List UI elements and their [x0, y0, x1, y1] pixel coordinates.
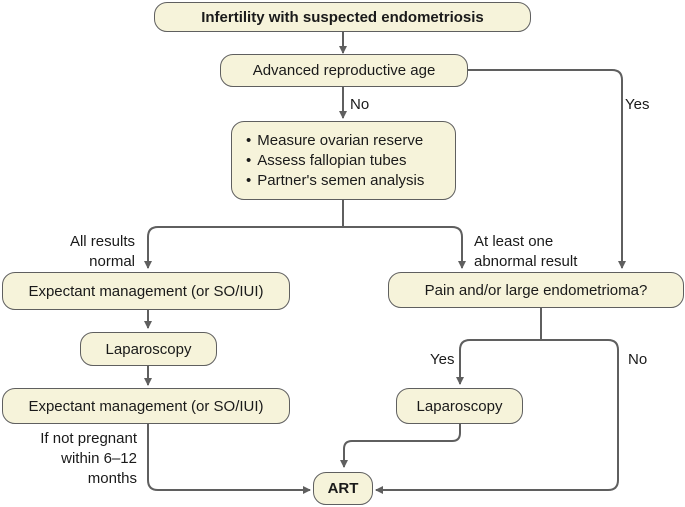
label-line: At least one	[474, 233, 554, 250]
assessment-item-label: Assess fallopian tubes	[257, 151, 407, 169]
label-line: abnormal result	[474, 253, 578, 270]
expectant-management-1-node: Expectant management (or SO/IUI)	[2, 272, 290, 310]
assessment-item-label: Partner's semen analysis	[257, 171, 425, 189]
laparoscopy-left-node: Laparoscopy	[80, 332, 217, 366]
arrow-age-yes-to-pain	[468, 69, 626, 269]
label-no-age: No	[350, 96, 370, 113]
arrow-pain-no	[375, 339, 619, 494]
arrow-not-pregnant-to-art	[147, 424, 311, 494]
bullet-icon: •	[246, 171, 252, 189]
arrow-abnormal	[343, 226, 466, 269]
assessment-item: • Measure ovarian reserve	[246, 131, 423, 151]
arrow-laparoscopy-to-art	[340, 424, 461, 468]
label-line: normal	[89, 253, 135, 270]
pain-question-node: Pain and/or large endometrioma?	[388, 272, 684, 308]
label-line: within 6–12	[61, 450, 137, 467]
label-yes-pain: Yes	[430, 351, 455, 368]
label-no-pain: No	[628, 351, 648, 368]
arrow-pain-yes	[456, 339, 541, 385]
label-line: months	[87, 470, 137, 487]
age-node: Advanced reproductive age	[220, 54, 468, 87]
start-node: Infertility with suspected endometriosis	[154, 2, 531, 32]
art-node: ART	[313, 472, 373, 505]
label-at-least-one-abnormal: At least one abnormal result	[474, 232, 577, 272]
assessment-item: • Partner's semen analysis	[246, 171, 424, 191]
assessment-item-label: Measure ovarian reserve	[257, 131, 424, 149]
expectant-management-2-node: Expectant management (or SO/IUI)	[2, 388, 290, 424]
arrow-all-normal	[144, 226, 343, 269]
laparoscopy-right-node: Laparoscopy	[396, 388, 523, 424]
assessments-node: • Measure ovarian reserve • Assess fallopi…	[231, 121, 456, 200]
assessment-item: • Assess fallopian tubes	[246, 151, 407, 171]
label-all-results-normal: All results normal	[45, 232, 135, 272]
label-yes-age: Yes	[625, 96, 650, 113]
bullet-icon: •	[246, 151, 252, 169]
bullet-icon: •	[246, 131, 252, 149]
label-line: All results	[69, 233, 135, 250]
label-if-not-pregnant: If not pregnant within 6–12 months	[10, 429, 137, 489]
label-line: If not pregnant	[40, 430, 137, 447]
